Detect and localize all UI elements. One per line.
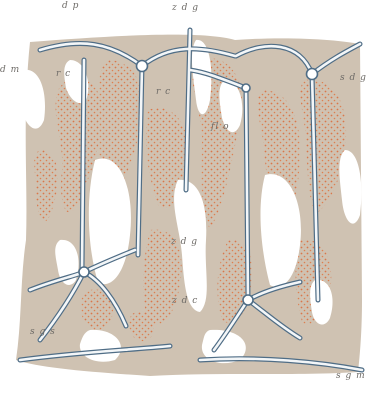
label-sdg: s d g (340, 74, 367, 83)
label-dp: d p (62, 2, 79, 11)
label-flo: fl o (211, 123, 230, 132)
label-sgs: s g s (30, 328, 56, 337)
label-zdc: z d c (172, 297, 198, 306)
label-rc-center: r c (156, 88, 171, 97)
label-sgm: s g m (336, 372, 366, 381)
label-zdg-top: z d g (172, 4, 199, 13)
label-rc-left: r c (56, 70, 71, 79)
label-dm: d m (0, 66, 20, 75)
label-zdg-mid: z d g (171, 238, 198, 247)
